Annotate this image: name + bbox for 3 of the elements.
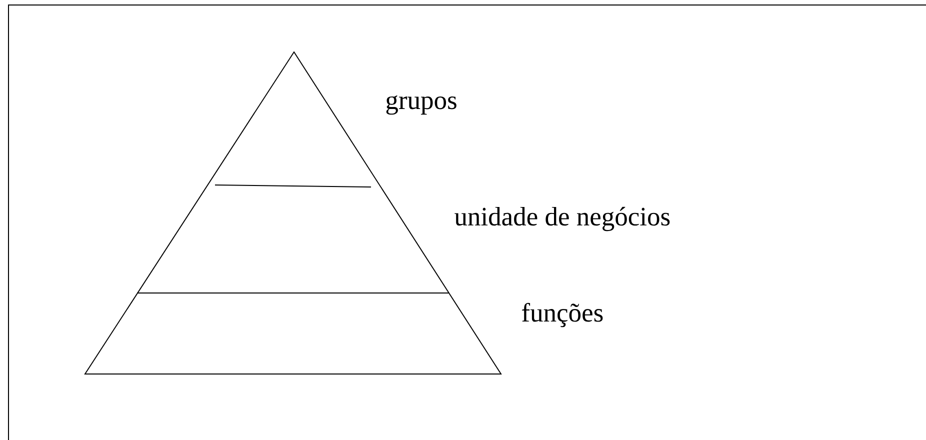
tier-label: funções <box>522 302 603 328</box>
tier-label: unidade de negócios <box>454 206 670 232</box>
tier-label: grupos <box>386 95 456 115</box>
